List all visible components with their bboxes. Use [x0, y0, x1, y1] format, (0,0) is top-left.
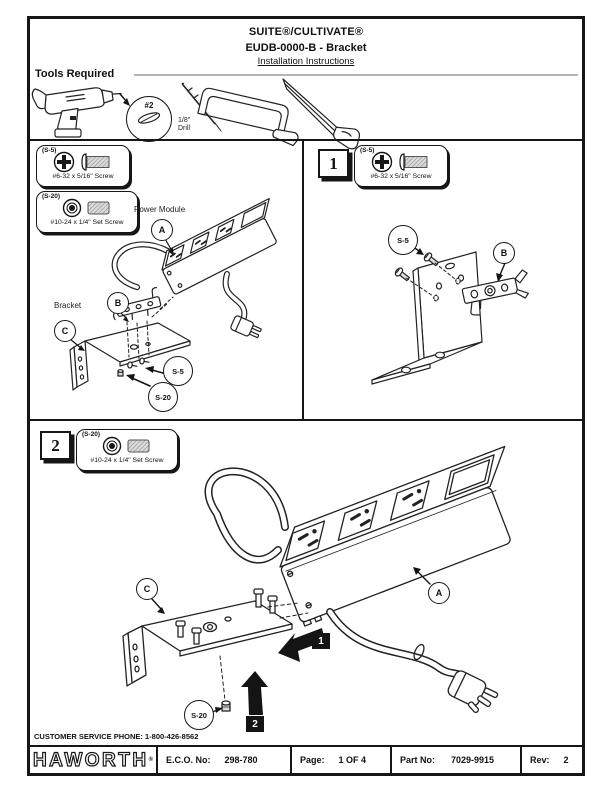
callout-b: B	[107, 292, 129, 314]
clip-fingers	[175, 588, 278, 645]
drill-size-label: 1/8" Drill	[178, 117, 190, 133]
phillips-bit-callout: #2	[126, 96, 172, 142]
footer-part-cell: Part No: 7029-9915	[392, 747, 522, 773]
drill-size: 1/8"	[178, 117, 191, 124]
screws	[117, 357, 150, 377]
pan-head-screw-icon	[81, 153, 110, 171]
hardware-desc: #10-24 x 1/4" Set Screw	[90, 457, 164, 464]
step2-illustration	[122, 445, 511, 715]
footer-eco-cell: E.C.O. No: 298-780	[158, 747, 292, 773]
tools-rule	[134, 74, 578, 76]
page-value: 1 OF 4	[338, 755, 367, 765]
hardware-callout-s20: (S-20) #10-24 x 1/4" Set Screw	[36, 191, 138, 233]
set-screw	[221, 700, 231, 712]
footer-logo-cell: HAWORTH®	[30, 747, 158, 773]
customer-service-phone: CUSTOMER SERVICE PHONE: 1-800-426-8562	[34, 732, 199, 741]
step1-illustration	[371, 245, 529, 385]
hardware-callout-s20-step2: (S-20) #10-24 x 1/4" Set Screw	[76, 429, 178, 471]
page-label: Page:	[300, 755, 325, 765]
hardware-callout-s5-step1: (S-5) #6-32 x 5/16" Screw	[354, 145, 448, 187]
power-cord	[326, 608, 468, 681]
callout-c: C	[54, 320, 76, 342]
eco-label: E.C.O. No:	[166, 755, 211, 765]
direction-arrow-2	[241, 671, 268, 715]
pan-head-screw-icon	[399, 153, 428, 171]
footer-page-cell: Page: 1 OF 4	[292, 747, 392, 773]
hardware-id: (S-20)	[82, 431, 101, 438]
tools-required-label: Tools Required	[35, 68, 115, 80]
step-1-number: 1	[318, 149, 349, 178]
l-bracket-icon	[69, 322, 191, 391]
step-2-number: 2	[40, 431, 71, 460]
haworth-logo: HAWORTH	[32, 749, 149, 771]
sequence-tag-1: 1	[312, 633, 330, 649]
power-module-label: Power Module	[134, 205, 186, 214]
rev-label: Rev:	[530, 755, 550, 765]
mounting-clip-icon	[461, 269, 529, 316]
sequence-tag-2: 2	[246, 716, 264, 732]
set-screw-head-icon	[102, 436, 122, 456]
part-label: Part No:	[400, 755, 436, 765]
set-screw-icon	[87, 201, 110, 215]
hardware-callout-s5: (S-5) #6-32 x 5/16" Screw	[36, 145, 130, 187]
divider-vertical	[302, 139, 304, 419]
hardware-desc: #6-32 x 5/16" Screw	[370, 173, 432, 180]
phillips-screw-head-icon	[53, 151, 75, 173]
drill-word: Drill	[178, 125, 191, 132]
callout-s5-step1: S-5	[388, 225, 418, 255]
callout-b-step1: B	[493, 242, 515, 264]
bit-size-label: #2	[144, 101, 154, 110]
parts-overview-illustration	[69, 197, 277, 391]
l-bracket-icon	[371, 251, 483, 385]
doc-type: Installation Instructions	[257, 56, 355, 67]
power-cord	[222, 271, 248, 320]
footer-bar: HAWORTH® E.C.O. No: 298-780 Page: 1 OF 4…	[30, 745, 582, 773]
arrow-to-bit	[119, 93, 130, 106]
brand-title: SUITE®/CULTIVATE®	[248, 26, 364, 38]
set-screw-head-icon	[62, 198, 82, 218]
part-value: 7029-9915	[451, 755, 495, 765]
divider-mid	[30, 419, 582, 421]
hardware-id: (S-20)	[42, 193, 61, 200]
power-drill-icon	[31, 87, 122, 138]
document-frame: SUITE®/CULTIVATE® EUDB-0000-B - Bracket …	[27, 16, 585, 776]
hardware-id: (S-5)	[360, 147, 375, 154]
bracket-label: Bracket	[54, 301, 82, 310]
hacksaw-icon	[197, 87, 299, 147]
callout-a-step2: A	[428, 582, 450, 604]
callout-s5: S-5	[163, 356, 193, 386]
product-title: EUDB-0000-B - Bracket	[245, 42, 367, 54]
callout-s20: S-20	[148, 382, 178, 412]
hardware-desc: #10-24 x 1/4" Set Screw	[50, 219, 124, 226]
phillips-bit-icon	[137, 112, 161, 124]
eco-value: 298-780	[224, 755, 258, 765]
hardware-desc: #6-32 x 5/16" Screw	[52, 173, 114, 180]
power-module-icon	[111, 197, 277, 295]
callout-c-step2: C	[136, 578, 158, 600]
l-bracket-icon	[122, 588, 293, 687]
power-module-icon	[279, 445, 511, 627]
footer-rev-cell: Rev: 2	[522, 747, 582, 773]
tools-illustration	[31, 78, 361, 150]
callout-a: A	[151, 219, 173, 241]
power-plug-icon	[447, 670, 499, 713]
set-screw-icon	[127, 439, 150, 453]
hardware-id: (S-5)	[42, 147, 57, 154]
callout-s20-step2: S-20	[184, 700, 214, 730]
divider-top	[30, 139, 582, 141]
phillips-screw-head-icon	[371, 151, 393, 173]
registered-mark: ®	[148, 757, 154, 763]
power-plug-icon	[230, 315, 262, 339]
rev-value: 2	[563, 755, 569, 765]
